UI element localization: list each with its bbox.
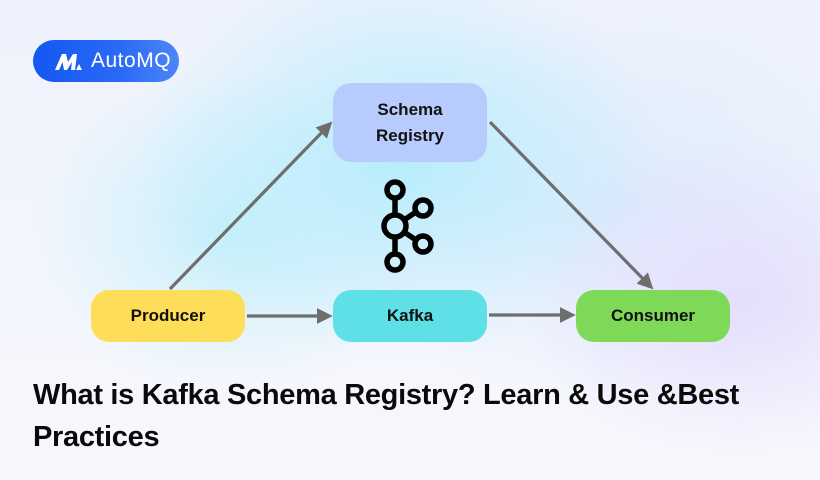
- node-producer: Producer: [91, 290, 245, 342]
- node-consumer-label: Consumer: [610, 306, 696, 325]
- logo-text: AutoMQ: [91, 49, 172, 72]
- node-kafka: Kafka: [333, 290, 487, 342]
- automq-logo-badge[interactable]: AutoMQ: [33, 40, 179, 82]
- arrow-schema-registry-to-consumer: [488, 120, 654, 290]
- arrow-producer-to-schema-registry: [168, 121, 333, 291]
- node-schema-registry: Schema Registry: [333, 83, 487, 162]
- page-title: What is Kafka Schema Registry? Learn & U…: [33, 379, 739, 453]
- kafka-logo-icon: [381, 179, 434, 273]
- node-kafka-label: Kafka: [386, 306, 434, 325]
- node-schema-registry-label: Schema Registry: [375, 99, 445, 145]
- node-producer-label: Producer: [130, 306, 206, 325]
- node-consumer: Consumer: [576, 290, 730, 342]
- automq-logo-icon: [55, 54, 82, 70]
